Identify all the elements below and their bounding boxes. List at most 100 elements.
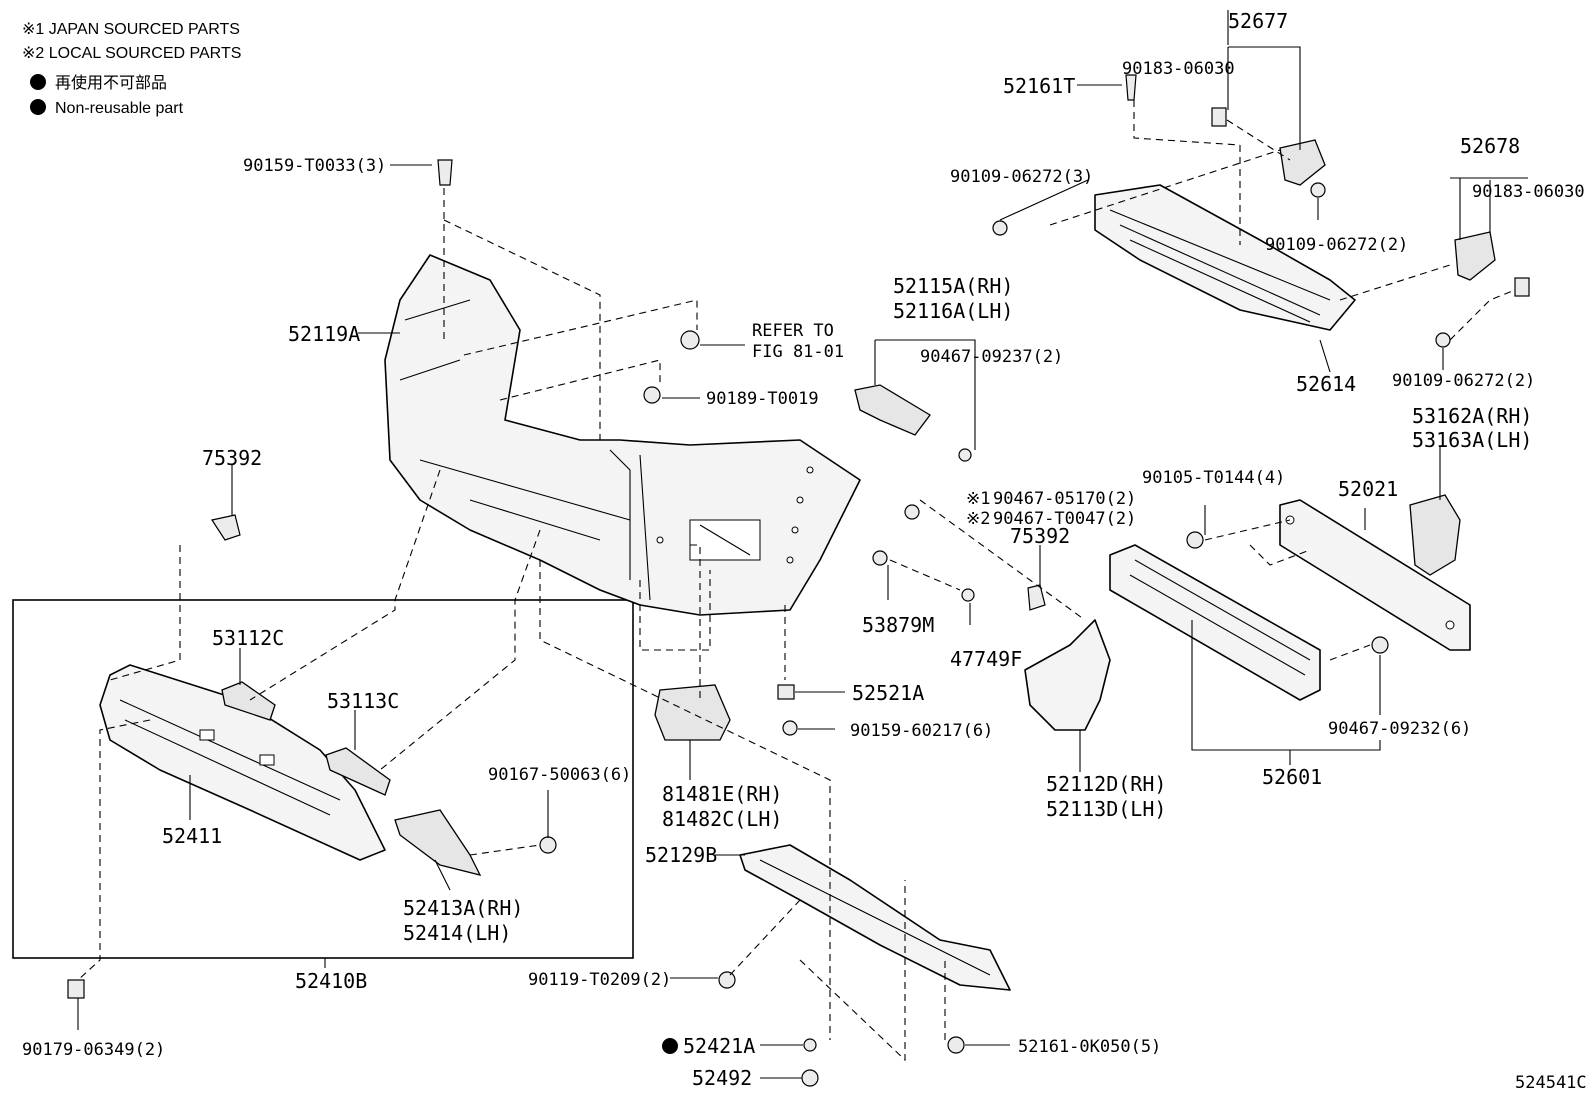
clip-90179-icon — [67, 979, 85, 999]
part-label: 75392 — [202, 446, 262, 470]
clip-75392-icon — [211, 514, 241, 541]
leader-lines — [77, 10, 1528, 1079]
part-label: 90159-T0033(3) — [243, 156, 386, 176]
part-label: 47749F — [950, 647, 1022, 671]
part-label: 52677 — [1228, 9, 1288, 33]
nonreusable-dot-icon — [30, 99, 46, 115]
part-label: 52161-0K050(5) — [1018, 1037, 1161, 1057]
bolt-90105-icon — [1186, 531, 1204, 549]
clip-52161-icon — [947, 1036, 965, 1054]
part-label: 90109-06272(2) — [1392, 371, 1535, 391]
part-labels: 52677 90183-06030 52161T 90109-06272(3) … — [22, 9, 1587, 1093]
part-label: 52413A(RH) — [403, 896, 523, 920]
legend-local: ※2 LOCAL SOURCED PARTS — [22, 45, 241, 62]
screw-90159-icon — [782, 720, 798, 736]
part-label: ※1 — [966, 489, 990, 509]
lower-grille-52411 — [99, 664, 386, 861]
clip-90183-icon — [1211, 107, 1227, 127]
screw-90167-icon — [539, 836, 557, 854]
part-label: 90159-60217(6) — [850, 721, 993, 741]
part-label: 53879M — [862, 613, 934, 637]
part-label: 90109-06272(2) — [1265, 235, 1408, 255]
bolt-90109-icon — [1435, 332, 1451, 348]
part-label: 81481E(RH) — [662, 782, 782, 806]
part-label: 52119A — [288, 322, 360, 346]
legend-nonreuse-jp: 再使用不可部品 — [55, 74, 167, 92]
bolt-90109-icon — [992, 220, 1008, 236]
legend: ※1 JAPAN SOURCED PARTS ※2 LOCAL SOURCED … — [22, 21, 241, 117]
cover-52413a — [394, 809, 482, 876]
part-label: 52161T — [1003, 74, 1075, 98]
part-label: 90183-06030 — [1122, 59, 1235, 79]
part-label: 52411 — [162, 824, 222, 848]
part-label: 75392 — [1010, 524, 1070, 548]
bolt-90109-icon — [1310, 182, 1326, 198]
screw-47749f-icon — [961, 588, 975, 602]
clip-90467-icon — [1371, 636, 1389, 654]
part-label: 52410B — [295, 969, 367, 993]
part-label: 53162A(RH) — [1412, 404, 1532, 428]
part-label: REFER TO — [752, 321, 834, 341]
part-label: FIG 81-01 — [752, 342, 844, 362]
clip-90467-icon — [958, 448, 972, 462]
part-label: 90183-06030 — [1472, 182, 1585, 202]
part-label: 52116A(LH) — [893, 299, 1013, 323]
part-label: 52614 — [1296, 372, 1356, 396]
diagram-code: 524541C — [1515, 1073, 1587, 1093]
seal-52112d — [1024, 619, 1111, 731]
absorber-52601 — [1109, 544, 1321, 701]
reinforcement-52021 — [1279, 499, 1471, 651]
cover-81481e — [654, 684, 731, 741]
leader-line — [759, 859, 991, 976]
part-label: 81482C(LH) — [662, 807, 782, 831]
garnish-53113c — [325, 747, 391, 796]
bracket-52677 — [1279, 139, 1326, 186]
part-label: 90167-50063(6) — [488, 765, 631, 785]
part-label: 90467-05170(2) — [993, 489, 1136, 509]
part-label: 52414(LH) — [403, 921, 511, 945]
part-label: 90179-06349(2) — [22, 1040, 165, 1060]
bumper-cover-52119a — [384, 254, 861, 616]
part-label: 90467-09237(2) — [920, 347, 1063, 367]
clip-75392-icon — [1027, 584, 1046, 611]
clip-refer-icon — [680, 330, 700, 350]
part-label: 52115A(RH) — [893, 274, 1013, 298]
part-label: 53112C — [212, 626, 284, 650]
fasteners — [67, 74, 1451, 1087]
part-label: 90467-09232(6) — [1328, 719, 1471, 739]
part-label: 52421A — [683, 1034, 755, 1058]
assembly-lines — [77, 100, 1516, 1062]
part-label: 53163A(LH) — [1412, 428, 1532, 452]
garnish-53112c — [221, 681, 276, 721]
part-label: 90109-06272(3) — [950, 167, 1093, 187]
clip-90183-icon — [1514, 277, 1530, 297]
part-label: 52601 — [1262, 765, 1322, 789]
part-label: 53113C — [327, 689, 399, 713]
part-label: 90467-T0047(2) — [993, 509, 1136, 529]
part-label: 52492 — [692, 1066, 752, 1090]
bracket-53162a — [1409, 494, 1461, 576]
clip-53879m-icon — [872, 550, 888, 566]
upper-retainer-52614 — [1094, 184, 1356, 331]
nonreusable-dot-icon — [662, 1038, 678, 1054]
legend-nonreuse-en: Non-reusable part — [55, 100, 184, 117]
part-label: 90189-T0019 — [706, 389, 819, 409]
legend-japan: ※1 JAPAN SOURCED PARTS — [22, 21, 240, 38]
part-label: 52678 — [1460, 134, 1520, 158]
nonreusable-dot-icon — [30, 74, 46, 90]
part-label: 52129B — [645, 843, 717, 867]
clip-90189-icon — [643, 386, 661, 404]
clip-90467-05170-icon — [904, 504, 920, 520]
washer-52421a-icon — [803, 1038, 817, 1052]
bolt-90119-icon — [718, 971, 736, 989]
part-label: 52021 — [1338, 477, 1398, 501]
bracket-52678 — [1454, 231, 1496, 281]
bracket-52115a — [854, 384, 931, 436]
part-label: 52521A — [852, 681, 924, 705]
bolt-90159-icon — [437, 159, 453, 186]
kit-box-52410b — [12, 599, 634, 959]
part-label: ※2 — [966, 509, 990, 529]
clip-52492-icon — [801, 1069, 819, 1087]
clip-52521a-icon — [777, 684, 795, 700]
